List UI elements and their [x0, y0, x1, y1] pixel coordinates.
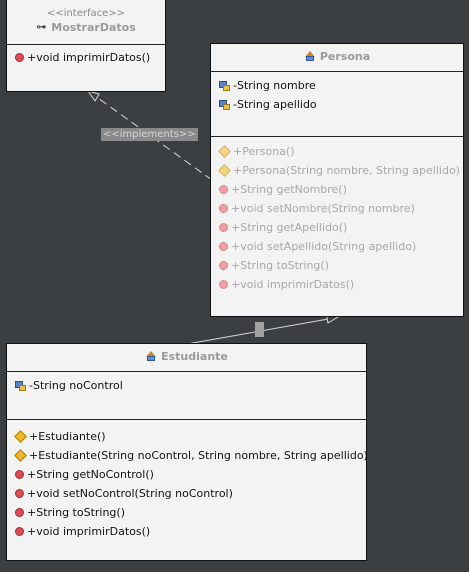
red-dot-icon [15, 508, 24, 517]
persona-title: Persona [211, 50, 463, 63]
field-icon [219, 99, 230, 110]
interface-mostrardatos-box[interactable]: <<interface>> ⊶ MostrarDatos +void impri… [6, 0, 166, 92]
interface-header: <<interface>> ⊶ MostrarDatos [7, 0, 165, 45]
red-dot-icon [219, 204, 228, 213]
class-estudiante-box[interactable]: Estudiante -String noControl +Estudiante… [6, 343, 368, 561]
method-text: +String toString() [27, 506, 125, 519]
red-dot-icon [219, 242, 228, 251]
persona-method-row[interactable]: +String getApellido() [219, 218, 463, 237]
persona-fields: -String nombre -String apellido [211, 72, 463, 137]
field-text: -String nombre [233, 79, 316, 92]
red-dot-icon [15, 53, 24, 62]
estudiante-header: Estudiante [7, 344, 366, 372]
red-dot-icon [219, 223, 228, 232]
persona-header: Persona [211, 44, 463, 72]
persona-methods: +Persona() +Persona(String nombre, Strin… [211, 137, 463, 294]
interface-name: MostrarDatos [51, 21, 136, 34]
persona-method-row[interactable]: +void setNombre(String nombre) [219, 199, 463, 218]
method-text: +void imprimirDatos() [231, 278, 355, 291]
estudiante-method-row[interactable]: +void imprimirDatos() [15, 522, 366, 541]
estudiante-name: Estudiante [161, 350, 228, 363]
estudiante-method-row[interactable]: +Estudiante() [14, 427, 366, 446]
persona-method-row[interactable]: +Persona() [218, 142, 463, 161]
method-text: +String toString() [231, 259, 329, 272]
implements-arrowhead [86, 90, 100, 102]
persona-method-row[interactable]: +void imprimirDatos() [219, 275, 463, 294]
method-text: +Estudiante(String noControl, String nom… [29, 449, 368, 462]
method-text: +void setNombre(String nombre) [231, 202, 415, 215]
implements-label: <<implements>> [101, 128, 198, 141]
method-text: +Estudiante() [29, 430, 106, 443]
estudiante-field-row[interactable]: -String noControl [15, 376, 366, 395]
method-text: +Persona(String nombre, String apellido) [233, 164, 460, 177]
red-dot-icon [15, 527, 24, 536]
extends-connector-handle[interactable] [255, 322, 264, 337]
interface-method-row[interactable]: +void imprimirDatos() [15, 48, 165, 67]
interface-title: ⊶ MostrarDatos [7, 21, 165, 34]
constructor-diamond-icon [218, 145, 231, 158]
red-dot-icon [219, 261, 228, 270]
red-dot-icon [15, 489, 24, 498]
estudiante-fields: -String noControl [7, 372, 366, 420]
method-text: +void setNoControl(String noControl) [27, 487, 233, 500]
estudiante-method-row[interactable]: +Estudiante(String noControl, String nom… [14, 446, 368, 465]
class-persona-box[interactable]: Persona -String nombre -String apellido … [210, 43, 464, 317]
class-icon [145, 351, 157, 362]
interface-stereotype: <<interface>> [46, 8, 126, 19]
method-text: +void imprimirDatos() [27, 51, 151, 64]
implements-connector [90, 92, 213, 181]
field-text: -String noControl [29, 379, 123, 392]
method-text: +void imprimirDatos() [27, 525, 151, 538]
persona-method-row[interactable]: +String toString() [219, 256, 463, 275]
constructor-diamond-icon [218, 164, 231, 177]
method-text: +void setApellido(String apellido) [231, 240, 417, 253]
red-dot-icon [219, 280, 228, 289]
persona-method-row[interactable]: +Persona(String nombre, String apellido) [218, 161, 463, 180]
field-icon [15, 380, 26, 391]
red-dot-icon [15, 470, 24, 479]
persona-method-row[interactable]: +void setApellido(String apellido) [219, 237, 463, 256]
constructor-diamond-icon [14, 449, 27, 462]
interface-lollipop-icon: ⊶ [36, 22, 47, 33]
red-dot-icon [219, 185, 228, 194]
method-text: +String getApellido() [231, 221, 348, 234]
estudiante-method-row[interactable]: +String getNoControl() [15, 465, 366, 484]
field-icon [219, 80, 230, 91]
estudiante-method-row[interactable]: +String toString() [15, 503, 366, 522]
method-text: +String getNombre() [231, 183, 347, 196]
estudiante-methods: +Estudiante() +Estudiante(String noContr… [7, 420, 368, 541]
persona-field-row[interactable]: -String nombre [219, 76, 463, 95]
estudiante-method-row[interactable]: +void setNoControl(String noControl) [15, 484, 366, 503]
estudiante-title: Estudiante [7, 350, 366, 363]
persona-method-row[interactable]: +String getNombre() [219, 180, 463, 199]
constructor-diamond-icon [14, 430, 27, 443]
method-text: +Persona() [233, 145, 295, 158]
field-text: -String apellido [233, 98, 317, 111]
method-text: +String getNoControl() [27, 468, 154, 481]
class-icon [304, 51, 316, 62]
interface-methods: +void imprimirDatos() [7, 45, 165, 67]
persona-name: Persona [319, 50, 371, 63]
persona-field-row[interactable]: -String apellido [219, 95, 463, 114]
